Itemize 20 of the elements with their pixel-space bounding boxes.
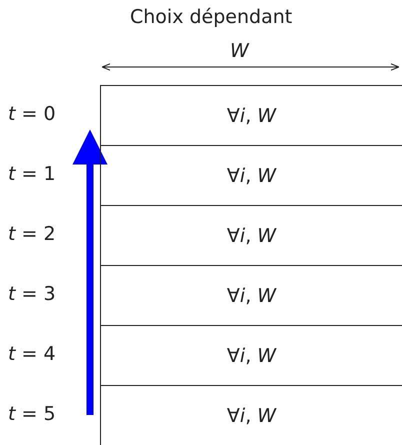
time-label: t = 0 [8,103,57,125]
time-label: t = 1 [8,163,57,185]
time-label: t = 2 [8,223,57,245]
row-text: ∀i, W [226,284,278,306]
time-label: t = 5 [8,403,57,425]
row-text: ∀i, W [226,224,278,246]
table-row [100,265,402,325]
time-label: t = 3 [8,283,57,305]
row-text: ∀i, W [226,344,278,366]
table-row [100,325,402,385]
dimension-label: W [230,40,249,62]
table-row [100,145,402,205]
diagram-title: Choix dépendant [130,6,292,28]
row-text: ∀i, W [226,164,278,186]
row-text: ∀i, W [226,104,278,126]
table-row [100,205,402,265]
time-label: t = 4 [8,343,57,365]
table-row [100,385,402,445]
table-row [100,85,402,145]
row-text: ∀i, W [226,404,278,426]
